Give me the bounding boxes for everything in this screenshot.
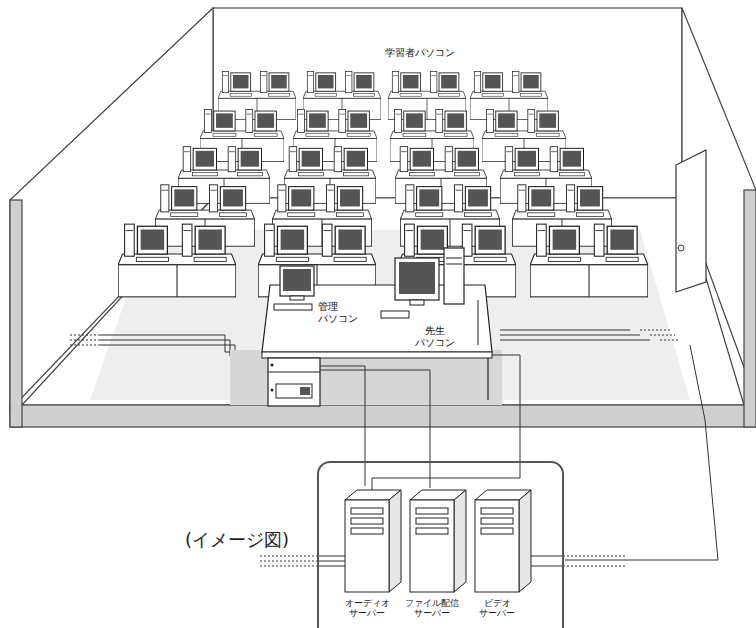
wire-dashed: [70, 340, 96, 341]
wire-dashed: [70, 335, 96, 336]
server-room: [318, 462, 563, 628]
wire: [565, 345, 718, 560]
admin-monitor: [280, 266, 314, 296]
server-file: [410, 490, 466, 592]
server-wiring: [260, 345, 718, 566]
wire: [320, 370, 430, 488]
wire: [531, 566, 563, 567]
wire: [320, 366, 365, 486]
wire: [318, 556, 345, 557]
text-label: 先生 パソコン: [410, 325, 460, 348]
keyboard: [274, 304, 312, 310]
monitor-stand: [410, 300, 424, 305]
floor: [22, 198, 744, 405]
drive-bay: [416, 508, 448, 514]
wire: [318, 561, 345, 562]
server-front: [475, 500, 519, 592]
wire: [500, 330, 630, 331]
drive-bay: [481, 508, 513, 514]
text-label: ファイル配信 サーバー: [402, 598, 462, 619]
wire: [500, 335, 640, 336]
rack-divider: [268, 372, 320, 373]
teacher-monitor: [395, 258, 439, 300]
door-knob: [678, 245, 684, 251]
server-side: [519, 490, 531, 592]
server-side: [389, 490, 401, 592]
rack-led: [271, 389, 274, 392]
wire-dashed: [260, 556, 318, 557]
monitor-screen: [283, 269, 311, 291]
drive-bay: [481, 528, 513, 534]
drive-bay: [351, 528, 383, 534]
left-wall-section: [10, 200, 22, 427]
desk-side: [478, 300, 479, 345]
rack-panel: [276, 384, 312, 398]
wire: [372, 355, 520, 490]
text-label: 管理 パソコン: [318, 301, 366, 324]
tower-bay: [446, 258, 462, 259]
drive-bay: [416, 518, 448, 524]
wire-dashed: [650, 335, 675, 336]
rack-led: [271, 364, 274, 367]
monitor-screen: [399, 262, 435, 294]
right-wall-section: [744, 190, 756, 427]
station: [530, 224, 648, 297]
wire: [531, 556, 563, 557]
equipment-rack: [268, 358, 320, 406]
drive-bay: [416, 528, 448, 534]
wire-dashed: [70, 345, 96, 346]
drive-bay: [351, 518, 383, 524]
wire-dashed: [260, 566, 318, 567]
server-front: [410, 500, 454, 592]
text-label: 学習者パソコン: [360, 47, 480, 59]
teacher-desk-front: [262, 352, 492, 358]
server-side: [454, 490, 466, 592]
wire-dashed: [660, 340, 680, 341]
station: [118, 224, 236, 297]
monitor-stand: [290, 296, 304, 300]
teacher-tower: [444, 248, 464, 304]
text-label: ビデオ サーバー: [467, 598, 527, 619]
desk-leg: [487, 358, 488, 400]
door: [676, 150, 706, 292]
teacher-floor: [230, 350, 502, 405]
server-front: [345, 500, 389, 592]
caption-text: (イメージ図): [185, 528, 289, 552]
drive-bay: [351, 508, 383, 514]
floor-section: [10, 405, 756, 427]
text-label: オーディオ サーバー: [337, 598, 397, 619]
drive-bay: [481, 518, 513, 524]
tower-bay: [446, 264, 462, 265]
keyboard: [381, 311, 409, 318]
wire-dashed: [260, 561, 318, 562]
student-stations: [118, 71, 648, 296]
server-video: [475, 490, 531, 592]
wire-dashed: [563, 556, 625, 557]
rack-meter: [300, 387, 310, 395]
wire: [500, 340, 650, 341]
wire-dashed: [640, 330, 670, 331]
server-audio: [345, 490, 401, 592]
wire-dashed: [563, 566, 625, 567]
wire: [318, 566, 345, 567]
wire: [98, 335, 268, 352]
